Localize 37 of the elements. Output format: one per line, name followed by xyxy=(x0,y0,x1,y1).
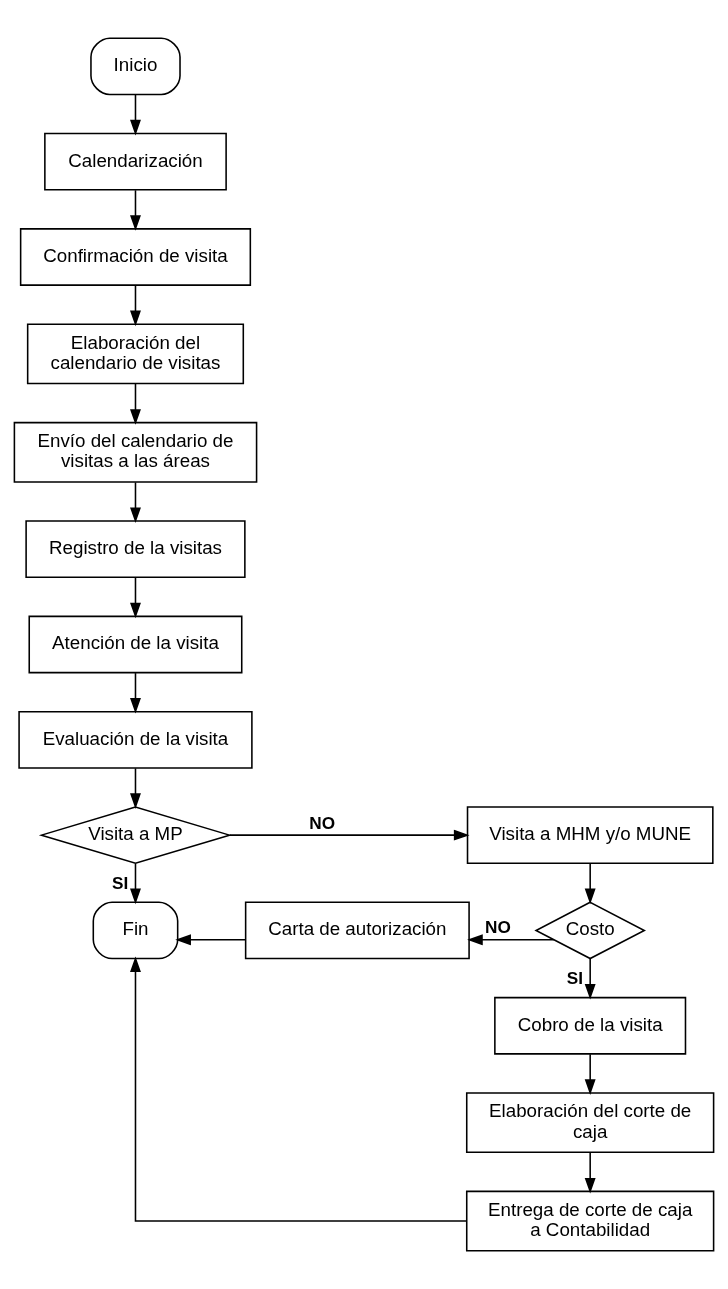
node-box: Entrega de corte de caja a Contabilidad xyxy=(465,1190,715,1252)
node-box: Visita a MHM y/o MUNE xyxy=(466,806,714,865)
node-box: Elaboración del corte de caja xyxy=(465,1092,715,1154)
arrow xyxy=(228,829,470,841)
arrow xyxy=(584,862,596,905)
arrow xyxy=(130,672,141,714)
node-box: Carta de autorización xyxy=(244,901,470,960)
edge-label: NO xyxy=(485,917,511,938)
arrow xyxy=(467,934,555,946)
node-box: Fin xyxy=(92,901,179,960)
arrow xyxy=(130,189,141,231)
node-box: Elaboración del calendario de visitas xyxy=(26,323,245,385)
node-box: Evaluación de la visita xyxy=(18,710,253,769)
arrow xyxy=(584,958,596,1000)
edge-label: NO xyxy=(309,812,336,833)
node-box: Cobro de la visita xyxy=(494,996,687,1055)
arrow xyxy=(584,1151,596,1194)
arrow xyxy=(130,956,468,1222)
arrow xyxy=(130,383,141,425)
arrow xyxy=(130,862,141,905)
arrow xyxy=(130,767,141,809)
node-box: Envío del calendario de visitas a las áreas xyxy=(13,421,258,483)
edge-label: SI xyxy=(566,968,583,989)
node-box: Atención de la visita xyxy=(28,615,243,674)
arrow xyxy=(130,94,141,136)
node-box: Registro de la visitas xyxy=(25,520,246,579)
arrow xyxy=(130,284,141,327)
arrow xyxy=(130,481,141,524)
edge-label: SI xyxy=(112,872,129,893)
node-box: Confirmación de visita xyxy=(19,228,252,286)
arrow xyxy=(175,934,246,946)
arrow xyxy=(584,1053,596,1095)
node-box: Inicio xyxy=(90,37,181,96)
node-diamond: Costo xyxy=(534,901,646,960)
arrow xyxy=(130,577,141,619)
node-diamond: Visita a MP xyxy=(38,806,233,865)
node-box: Calendarización xyxy=(44,132,227,191)
